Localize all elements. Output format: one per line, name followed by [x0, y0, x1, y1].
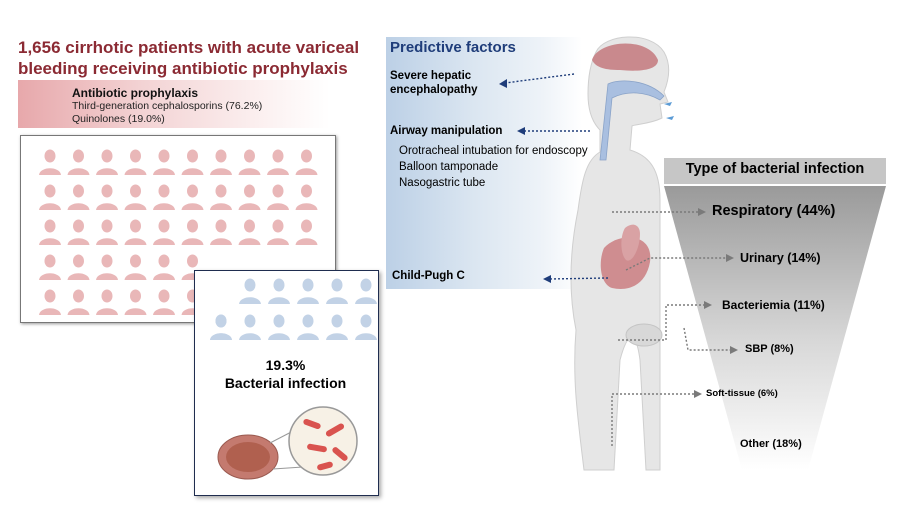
infection-type-funnel — [664, 158, 886, 470]
patient-icon — [96, 254, 118, 280]
patient-icon — [210, 149, 232, 175]
patient-icon — [124, 254, 147, 280]
factor-airway-ng-tube: Nasogastric tube — [399, 177, 486, 189]
patient-icon — [268, 314, 290, 340]
antibiotic-item-quinolones: Quinolones (19.0%) — [72, 113, 165, 125]
patient-icon — [39, 184, 61, 210]
patient-icon — [181, 219, 204, 245]
patient-icon — [355, 278, 377, 304]
factor-child-pugh: Child-Pugh C — [392, 270, 465, 282]
patient-icon — [238, 149, 261, 175]
antibiotic-heading: Antibiotic prophylaxis — [72, 86, 199, 100]
patient-cohort-panel — [20, 135, 336, 323]
bacteria-illustration — [217, 406, 358, 480]
patient-icon — [153, 149, 175, 175]
arrow-child-pugh — [548, 277, 609, 280]
stomach-icon — [621, 224, 640, 261]
airway-icon — [599, 80, 665, 161]
infection-types-title: Type of bacterial infection — [685, 161, 865, 177]
patient-icon — [39, 149, 61, 175]
patient-icon — [297, 278, 319, 304]
factor-airway: Airway manipulation — [390, 125, 503, 137]
funnel-header — [664, 158, 886, 184]
type-soft-tissue: Soft-tissue (6%) — [706, 388, 778, 399]
patient-icon — [238, 184, 261, 210]
bladder-icon — [625, 323, 663, 347]
patient-icon — [67, 219, 90, 245]
infected-patient-grid — [210, 278, 377, 480]
patient-icon — [67, 289, 90, 315]
arrow-urinary — [625, 257, 728, 271]
type-sbp: SBP (8%) — [745, 343, 794, 355]
brain-icon — [592, 43, 658, 71]
infection-percent: 19.3% — [265, 357, 306, 373]
arrow-bacteriemia — [618, 304, 706, 341]
patient-icon — [210, 314, 232, 340]
patient-icon — [67, 149, 90, 175]
antibiotic-item-cephalosporins: Third-generation cephalosporins (76.2%) — [72, 100, 263, 112]
predictive-factors-panel — [386, 37, 582, 289]
patient-icon — [210, 219, 232, 245]
type-other: Other (18%) — [740, 438, 802, 450]
patient-icon — [239, 314, 261, 340]
droplet-icon — [664, 102, 672, 106]
patient-icon — [67, 184, 90, 210]
type-urinary: Urinary (14%) — [740, 251, 821, 265]
infection-arrowheads — [694, 208, 738, 398]
droplet-icon — [666, 116, 674, 120]
patient-icon — [355, 314, 377, 340]
patient-icon — [39, 289, 61, 315]
funnel-body — [664, 186, 886, 470]
patient-icon — [124, 184, 147, 210]
patient-icon — [124, 219, 147, 245]
patient-icon — [153, 289, 175, 315]
patient-icon — [210, 184, 232, 210]
predictive-arrowheads — [499, 79, 551, 283]
patient-icon — [267, 219, 289, 245]
patient-icon — [153, 254, 175, 280]
infection-panel — [194, 270, 379, 496]
patient-icon — [295, 219, 318, 245]
patient-icon — [181, 149, 204, 175]
patient-icon — [295, 149, 318, 175]
factor-airway-intubation: Orotracheal intubation for endoscopy — [399, 145, 588, 157]
patient-icon — [153, 184, 175, 210]
patient-icon — [96, 289, 118, 315]
patient-icon — [153, 219, 175, 245]
liver-icon — [600, 237, 651, 289]
arrow-encephalopathy — [504, 73, 575, 84]
cohort-title: 1,656 cirrhotic patients with acute vari… — [18, 38, 360, 78]
type-respiratory: Respiratory (44%) — [712, 203, 836, 219]
predictive-arrows — [504, 73, 609, 280]
patient-grid — [39, 149, 318, 315]
patient-icon — [267, 184, 289, 210]
patient-icon — [96, 184, 118, 210]
patient-icon — [39, 254, 61, 280]
predictive-factors-title: Predictive factors — [390, 39, 516, 56]
patient-icon — [67, 254, 90, 280]
antibiotic-box — [18, 80, 330, 128]
patient-icon — [326, 278, 348, 304]
patient-icon — [124, 149, 147, 175]
factor-encephalopathy: Severe hepatic encephalopathy — [390, 70, 478, 96]
patient-icon — [268, 278, 290, 304]
human-body-silhouette — [570, 36, 674, 471]
factor-airway-balloon: Balloon tamponade — [399, 161, 499, 173]
patient-icon — [297, 314, 319, 340]
patient-icon — [39, 219, 61, 245]
patient-icon — [124, 289, 147, 315]
patient-icon — [326, 314, 348, 340]
patient-icon — [96, 219, 118, 245]
patient-icon — [239, 278, 261, 304]
patient-icon — [267, 149, 289, 175]
patient-icon — [96, 149, 118, 175]
infection-type-arrows — [611, 211, 732, 446]
type-bacteriemia: Bacteriemia (11%) — [722, 298, 825, 312]
patient-icon — [295, 184, 318, 210]
patient-icon — [181, 184, 204, 210]
patient-icon — [238, 219, 261, 245]
infection-label: Bacterial infection — [224, 375, 347, 391]
arrow-soft-tissue — [611, 393, 696, 446]
